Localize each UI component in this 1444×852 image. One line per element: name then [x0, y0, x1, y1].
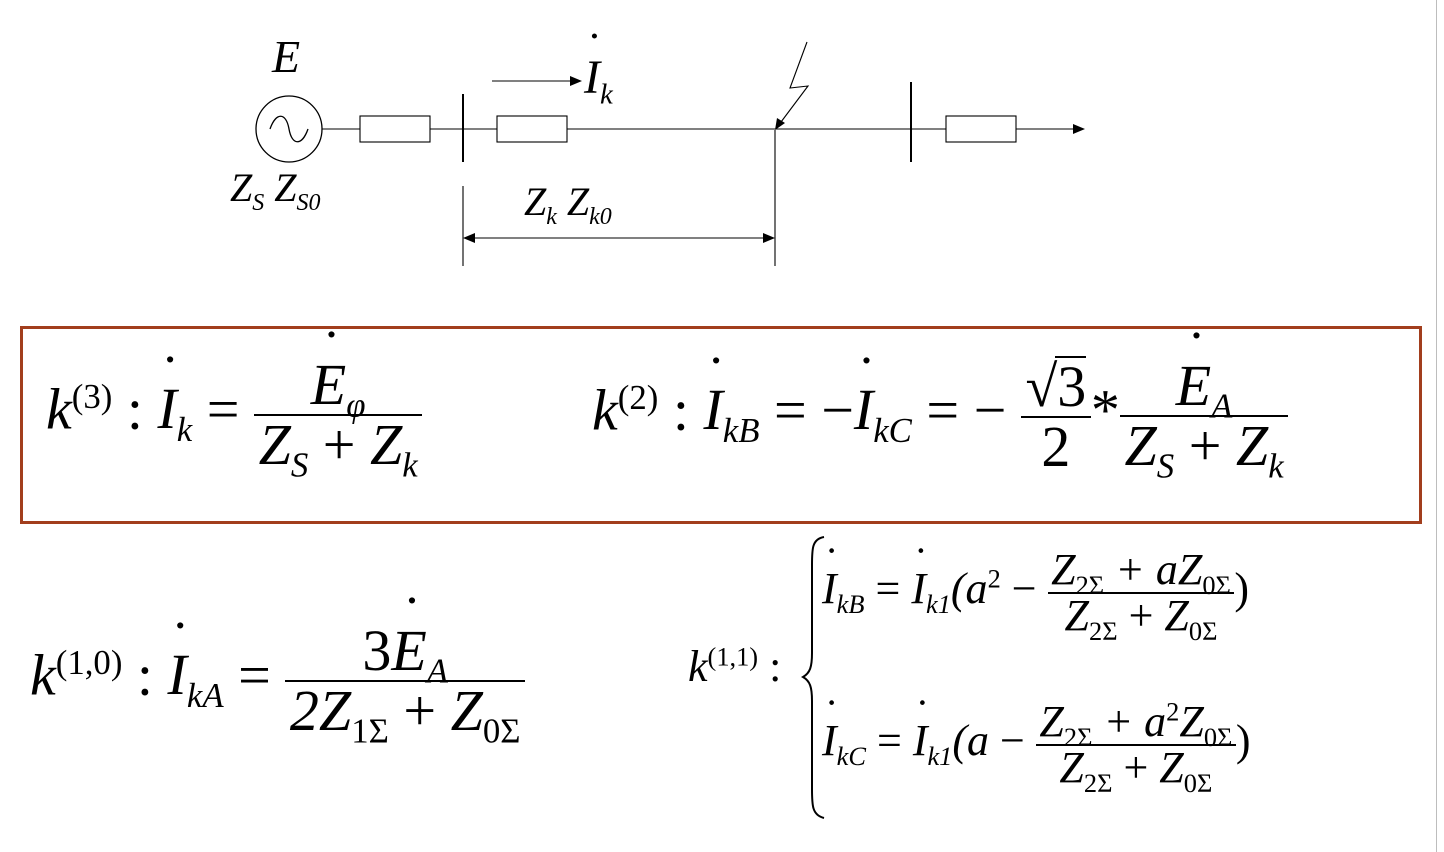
source-impedance-label: ZS ZS0 — [230, 165, 321, 216]
output-arrow-icon — [1073, 124, 1085, 134]
line-impedance-block — [496, 115, 568, 143]
formula-single-phase: k(1,0) : IkA = 3EA 2Z1Σ + Z0Σ — [30, 622, 526, 748]
highlight-box — [20, 326, 1422, 524]
slide-edge — [1436, 0, 1437, 852]
ac-wave-icon — [269, 115, 309, 143]
formula-row-kB: IkB = Ik1(a2 − Z2Σ + aZ0Σ Z2Σ + Z0Σ ) — [822, 548, 1249, 644]
fault-current-label: Ik — [584, 54, 613, 109]
curly-brace-icon — [800, 536, 825, 819]
line-impedance-label: Zk Zk0 — [524, 179, 612, 230]
formula-three-phase: k(3) : Ik = Eφ ZS + Zk — [46, 356, 423, 482]
load-impedance-block — [945, 115, 1017, 143]
fault-lightning-icon — [777, 41, 810, 127]
source-impedance-block — [359, 115, 431, 143]
formula-two-phase: k(2) : IkB = −IkC = − √3 2 * EA ZS + Zk — [592, 356, 1289, 483]
formula-two-phase-ground-label: k(1,1) : — [688, 641, 782, 691]
source-emf-label: E — [272, 31, 301, 82]
current-arrow-icon — [570, 76, 582, 86]
circuit-diagram — [255, 41, 1085, 266]
formula-row-kC: IkC = Ik1(a − Z2Σ + a2Z0Σ Z2Σ + Z0Σ ) — [822, 698, 1251, 796]
